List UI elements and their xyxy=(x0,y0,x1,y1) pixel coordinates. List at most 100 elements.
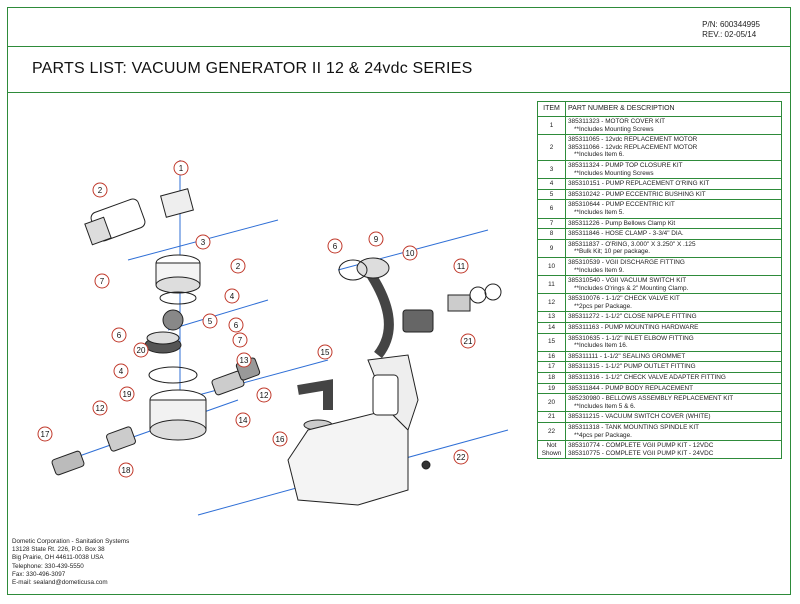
callout-1: 1 xyxy=(179,164,184,173)
callout-7: 7 xyxy=(100,277,105,286)
callout-4b: 4 xyxy=(119,367,124,376)
description-line: 385230980 - BELLOWS ASSEMBLY REPLACEMENT… xyxy=(568,395,734,403)
description-line: **4pcs per Package. xyxy=(574,431,632,439)
description-line: 385310076 - 1-1/2" CHECK VALVE KIT xyxy=(568,295,680,303)
part-description: 385311215 - VACUUM SWITCH COVER (WHITE) xyxy=(565,411,782,423)
callout-2: 2 xyxy=(98,186,103,195)
callout-5: 5 xyxy=(208,317,213,326)
item-number: 8 xyxy=(537,228,566,240)
item-number: 15 xyxy=(537,332,566,352)
drawing-frame xyxy=(7,7,791,595)
part-description: 385310242 - PUMP ECCENTRIC BUSHING KIT xyxy=(565,188,782,201)
item-number: 5 xyxy=(537,188,566,201)
item-number: 18 xyxy=(537,372,566,384)
part-description: 385310774 - COMPLETE VGII PUMP KIT - 12V… xyxy=(565,440,782,460)
header-divider xyxy=(7,46,791,47)
callout-17: 17 xyxy=(41,430,50,439)
description-line: 385310774 - COMPLETE VGII PUMP KIT - 12V… xyxy=(568,442,714,450)
callout-3: 3 xyxy=(201,238,206,247)
description-line: 385311324 - PUMP TOP CLOSURE KIT xyxy=(568,161,683,169)
part-description: 385311111 - 1-1/2" SEALING GROMMET xyxy=(565,350,782,363)
header-description: PART NUMBER & DESCRIPTION xyxy=(565,101,782,117)
item-number: 10 xyxy=(537,256,566,277)
description-line: 385310644 - PUMP ECCENTRIC KIT xyxy=(568,201,675,209)
part-description: 385310635 - 1-1/2" INLET ELBOW FITTING**… xyxy=(565,332,782,352)
description-line: 385311323 - MOTOR COVER KIT xyxy=(568,118,666,125)
description-line: 385310151 - PUMP REPLACEMENT O'RING KIT xyxy=(568,180,710,188)
fax: Fax: 330-496-3097 xyxy=(12,570,66,578)
part-description: 385310540 - VGII VACUUM SWITCH KIT**Incl… xyxy=(565,275,782,295)
part-description: 385311323 - MOTOR COVER KIT**Includes Mo… xyxy=(565,115,782,136)
city-line: Big Prairie, OH 44611-0038 USA xyxy=(12,554,104,562)
description-line: **Includes Mounting Screws xyxy=(574,125,654,133)
telephone: Telephone: 330-439-5550 xyxy=(12,562,84,570)
callout-2b: 2 xyxy=(236,262,241,271)
description-line: 385310540 - VGII VACUUM SWITCH KIT xyxy=(568,277,687,285)
part-description: 385310151 - PUMP REPLACEMENT O'RING KIT xyxy=(565,178,782,190)
title-divider xyxy=(7,92,791,93)
description-line: 385311163 - PUMP MOUNTING HARDWARE xyxy=(568,324,699,332)
callout-9: 9 xyxy=(374,235,379,244)
item-number: 7 xyxy=(537,217,566,230)
callout-16: 16 xyxy=(276,435,285,444)
part-number: P/N: 600344995 xyxy=(702,20,760,29)
email: E-mail: sealand@dometicusa.com xyxy=(12,579,108,587)
part-description: 385311837 - O'RING, 3.000" X 3.250" X .1… xyxy=(565,238,782,258)
part-description: 385311844 - PUMP BODY REPLACEMENT xyxy=(565,382,782,395)
description-line: 385311837 - O'RING, 3.000" X 3.250" X .1… xyxy=(568,240,696,248)
document-id-block: P/N: 600344995 REV.: 02-05/14 xyxy=(702,20,760,40)
item-number: 20 xyxy=(537,393,566,413)
description-line: **Bulk Kit; 10 per package. xyxy=(574,248,651,256)
callout-18: 18 xyxy=(122,466,131,475)
callout-6: 6 xyxy=(117,331,122,340)
description-line: 385311315 - 1-1/2" PUMP OUTLET FITTING xyxy=(568,363,696,371)
callout-labels: 1 2 3 2 4 7 6 5 6 7 20 13 12 4 19 14 12 … xyxy=(41,164,473,475)
item-number: 11 xyxy=(537,275,566,295)
callout-14: 14 xyxy=(239,416,248,425)
description-line: 385311316 - 1-1/2" CHECK VALVE ADAPTER F… xyxy=(568,374,726,382)
description-line: **Includes Item 6. xyxy=(574,151,625,159)
part-description: 385311272 - 1-1/2" CLOSE NIPPLE FITTING xyxy=(565,311,782,324)
callout-4: 4 xyxy=(230,292,235,301)
callout-11: 11 xyxy=(457,262,466,271)
callout-6c: 6 xyxy=(333,242,338,251)
item-number: Not Shown xyxy=(537,440,566,460)
callout-12: 12 xyxy=(260,391,269,400)
item-number: 3 xyxy=(537,159,566,180)
description-line: **Includes Item 5. xyxy=(574,208,625,216)
header-item: ITEM xyxy=(537,101,566,117)
description-line: 385311215 - VACUUM SWITCH COVER (WHITE) xyxy=(568,413,711,421)
contact-block: Dometic Corporation - Sanitation Systems… xyxy=(12,538,129,587)
table-header-row: ITEM PART NUMBER & DESCRIPTION xyxy=(537,101,782,117)
callout-7b: 7 xyxy=(238,336,243,345)
callout-6b: 6 xyxy=(234,321,239,330)
part-description: 385310539 - VGII DISCHARGE FITTING**Incl… xyxy=(565,256,782,277)
description-line: 385310635 - 1-1/2" INLET ELBOW FITTING xyxy=(568,334,694,342)
description-line: 385311318 - TANK MOUNTING SPINDLE KIT xyxy=(568,424,700,431)
item-number: 14 xyxy=(537,322,566,334)
part-description: 385311324 - PUMP TOP CLOSURE KIT**Includ… xyxy=(565,159,782,180)
description-line: 385311065 - 12vdc REPLACEMENT MOTOR xyxy=(568,136,698,144)
item-number: 22 xyxy=(537,421,566,442)
item-number: 2 xyxy=(537,134,566,161)
item-number: 12 xyxy=(537,293,566,313)
description-line: 385310242 - PUMP ECCENTRIC BUSHING KIT xyxy=(568,190,706,198)
callout-19: 19 xyxy=(123,390,132,399)
page-title: PARTS LIST: VACUUM GENERATOR II 12 & 24v… xyxy=(32,60,473,77)
item-number: 1 xyxy=(537,115,566,136)
part-description: 385310076 - 1-1/2" CHECK VALVE KIT**2pcs… xyxy=(565,293,782,313)
